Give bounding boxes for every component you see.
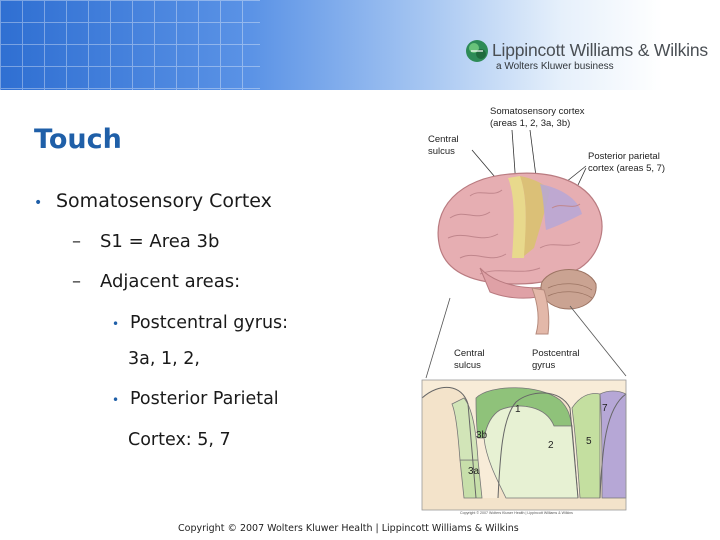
label-postcentral-gyrus-1: Postcentral (532, 348, 580, 359)
label-postcentral-gyrus-2: gyrus (532, 360, 555, 371)
area-2-label: 2 (548, 440, 554, 451)
label-somatosensory-2: (areas 1, 2, 3a, 3b) (490, 118, 570, 129)
area-3a-label: 3a (468, 466, 480, 477)
bullet-level3: • Postcentral gyrus: (112, 313, 288, 333)
bullet-level2: –Adjacent areas: (72, 271, 240, 292)
bullet-level3: • Posterior Parietal (112, 389, 279, 409)
cortex-cross-section (421, 379, 627, 511)
publisher-name: Lippincott Williams & Wilkins (492, 40, 708, 60)
dash-icon: – (72, 231, 81, 252)
expansion-lines (425, 297, 627, 379)
bullet-text: Somatosensory Cortex (56, 190, 272, 212)
bullet-level1: • Somatosensory Cortex (34, 190, 272, 212)
label-posterior-parietal-2: cortex (areas 5, 7) (588, 163, 665, 174)
header-banner (0, 0, 720, 90)
slide-title: Touch (34, 124, 122, 155)
bullet-continuation: 3a, 1, 2, (128, 349, 200, 369)
bullet-text: Postcentral gyrus: (130, 313, 289, 333)
banner-grid-pattern (0, 0, 260, 90)
bullet-dot-icon: • (34, 195, 43, 211)
publisher-tagline: a Wolters Kluwer business (496, 61, 614, 72)
bullet-text: Posterior Parietal (130, 389, 279, 409)
area-7-label: 7 (602, 403, 608, 414)
area-3b-label: 3b (476, 430, 488, 441)
label-central-sulcus-lower-1: Central (454, 348, 485, 359)
label-central-sulcus-2: sulcus (428, 146, 455, 157)
label-posterior-parietal-1: Posterior parietal (588, 151, 660, 162)
bullet-continuation: Cortex: 5, 7 (128, 430, 231, 450)
bullet-level2: –S1 = Area 3b (72, 231, 219, 252)
area-5-label: 5 (586, 436, 592, 447)
bullet-dot-icon: • (112, 393, 120, 407)
label-central-sulcus-1: Central (428, 134, 459, 145)
label-central-sulcus-lower-2: sulcus (454, 360, 481, 371)
footer-copyright: Copyright © 2007 Wolters Kluwer Health |… (178, 523, 519, 534)
label-somatosensory-1: Somatosensory cortex (490, 106, 585, 117)
dash-icon: – (72, 271, 81, 292)
brain-illustration (437, 172, 603, 335)
bullet-text: S1 = Area 3b (100, 231, 220, 252)
figure-credit: Copyright © 2007 Wolters Kluwer Health |… (460, 511, 573, 515)
bullet-text: Adjacent areas: (100, 271, 241, 292)
area-1-label: 1 (515, 404, 521, 415)
brain-figure: Somatosensory cortex (areas 1, 2, 3a, 3b… (421, 106, 665, 515)
lww-globe-logo-icon (466, 40, 488, 62)
bullet-dot-icon: • (112, 317, 120, 331)
